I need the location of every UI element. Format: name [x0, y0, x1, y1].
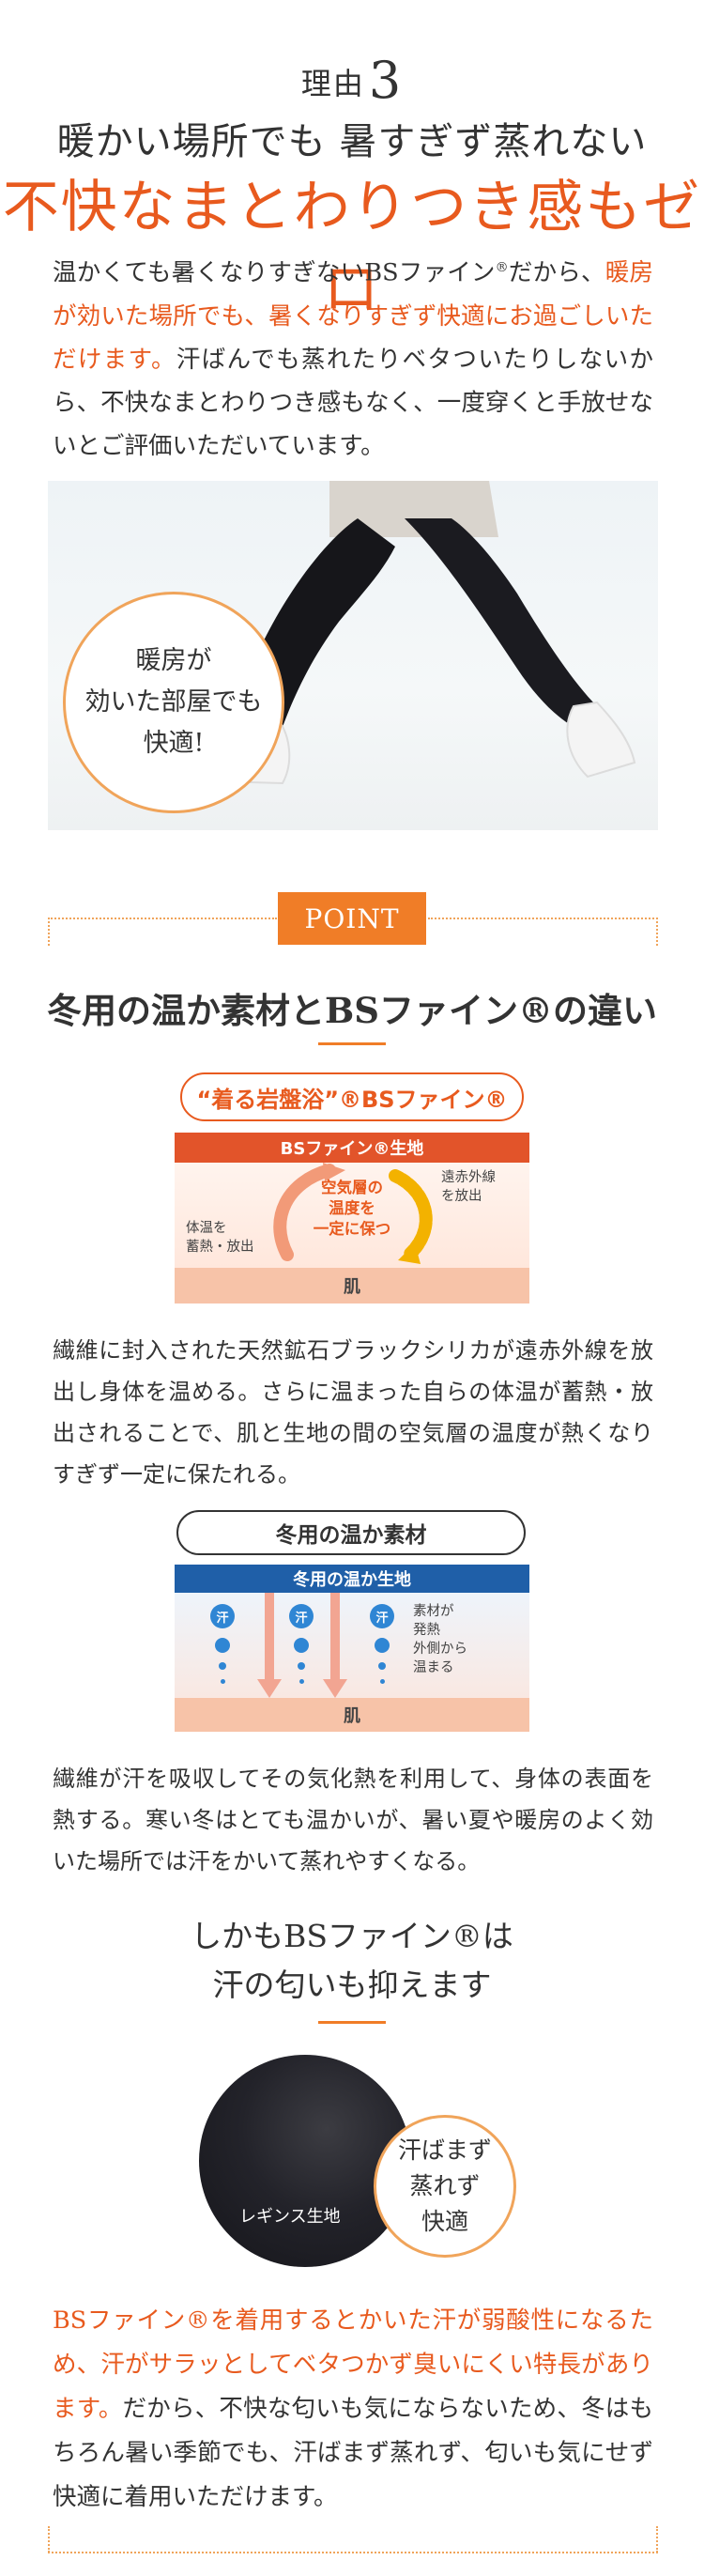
registered-mark: ®: [495, 260, 509, 275]
frame-left-top: [48, 918, 50, 946]
fabric-label: レギンス生地: [239, 2207, 341, 2227]
closing-paragraph: BSファイン®を着用するとかいた汗が弱酸性になるため、汗がサラッとしてベタつかず…: [53, 2299, 653, 2520]
frame-bottom: [48, 2552, 658, 2553]
closing-text: だから、不快な匂いも気にならないため、冬はもちろん暑い季節でも、汗ばまず蒸れず、…: [53, 2395, 653, 2511]
sweat-drop-icon: [298, 1662, 305, 1670]
bs-fine-pill: “着る岩盤浴”®BSファイン®: [180, 1072, 524, 1121]
section-heading: 不快なまとわりつき感もゼロ: [2, 175, 702, 322]
comfort-bubble: 汗ばまず 蒸れず 快適: [374, 2115, 516, 2258]
sweat-icon-2: 汗: [289, 1604, 314, 1628]
closing-highlight: BSファイン®を着用するとかいた汗が弱酸性になるため、汗がサラッとしてベタつかず…: [53, 2306, 653, 2423]
frame-top-left: [48, 918, 277, 919]
reason-number: 3: [368, 51, 404, 110]
odor-underline: [318, 2021, 386, 2024]
reason-label: 理由3: [0, 51, 704, 110]
bs-skin-layer: 肌: [175, 1268, 529, 1303]
sweat-drop-icon: [299, 1679, 304, 1684]
frame-right-top: [656, 918, 658, 946]
leggings-photo: 暖房が 効いた部屋でも 快適!: [48, 481, 658, 830]
fabric-closeup-image: [199, 2055, 411, 2267]
sweat-icon-3: 汗: [370, 1604, 394, 1628]
bs-fine-diagram: BSファイン®生地 空気層の 温度を 一定に保つ 遠赤外線 を放出 体温を 蓄熱…: [175, 1133, 529, 1303]
odor-heading-line-1: しかもBSファイン®は: [191, 1918, 513, 1954]
sweat-drop-icon: [215, 1638, 230, 1653]
intro-text-1: 温かくても暑くなりすぎないBSファイン: [53, 258, 496, 287]
intro-highlight: 暖房が効いた場所でも、暑くなりすぎず快適にお過ごしいただけます。: [53, 258, 653, 374]
winter-fabric-description: 繊維が汗を吸収してその気化熱を利用して、身体の表面を熱する。寒い冬はとても温かい…: [53, 1766, 653, 1874]
winter-fabric-pill: 冬用の温か素材: [176, 1510, 526, 1555]
bubble-line-1: 暖房が: [135, 646, 212, 675]
bs-fabric-band: BSファイン®生地: [175, 1133, 529, 1163]
body-heat-label: 体温を 蓄熱・放出: [186, 1221, 254, 1255]
sweat-drop-icon: [294, 1638, 309, 1653]
sweat-drop-icon: [375, 1638, 390, 1653]
sweat-icon-1: 汗: [210, 1604, 235, 1628]
sweat-drop-icon: [221, 1679, 225, 1684]
intro-text-2: だから、: [508, 258, 605, 287]
bs-air-layer: 空気層の 温度を 一定に保つ 遠赤外線 を放出 体温を 蓄熱・放出: [175, 1163, 529, 1268]
winter-fabric-band: 冬用の温か生地: [175, 1565, 529, 1593]
far-infrared-label: 遠赤外線 を放出: [441, 1170, 496, 1204]
winter-air-layer: 汗 汗 汗 素材が 発熱 外側から 温まる: [175, 1593, 529, 1698]
warm-room-bubble: 暖房が 効いた部屋でも 快適!: [63, 592, 284, 813]
reason-label-text: 理由: [300, 66, 365, 101]
sweat-drop-icon: [219, 1662, 226, 1670]
frame-left-bottom: [48, 2526, 50, 2553]
sweat-drop-icon: [380, 1679, 385, 1684]
bubble-line-2: 効いた部屋でも: [84, 687, 263, 717]
odor-heading: しかもBSファイン®は 汗の匂いも抑えます: [0, 1912, 704, 2010]
section-subheading: 暖かい場所でも 暑すぎず蒸れない: [56, 120, 648, 163]
winter-skin-layer: 肌: [175, 1698, 529, 1732]
frame-top-right: [428, 918, 658, 919]
winter-heat-label: 素材が 発熱 外側から 温まる: [413, 1604, 467, 1675]
sweat-drop-icon: [378, 1662, 386, 1670]
heat-arrows-icon: [257, 1593, 347, 1698]
bubble-line-3: 快適!: [143, 729, 205, 758]
bs-fine-description: 繊維に封入された天然鉱石ブラックシリカが遠赤外線を放出し身体を温める。さらに温ま…: [53, 1337, 653, 1488]
title-underline: [318, 1042, 386, 1045]
winter-fabric-diagram: 冬用の温か生地 汗 汗 汗 素材が 発熱 外側から: [175, 1565, 529, 1732]
intro-text-3: 汗ばんでも蒸れたりベタついたりしないから、不快なまとわりつき感もなく、一度穿くと…: [53, 345, 653, 460]
point-badge: POINT: [278, 892, 426, 945]
air-layer-label: 空気層の 温度を 一定に保つ: [313, 1179, 391, 1238]
point-title: 冬用の温か素材とBSファイン®の違い: [47, 990, 657, 1031]
circulation-arrows-icon: [273, 1163, 433, 1264]
intro-paragraph: 温かくても暑くなりすぎないBSファイン®だから、暖房が効いた場所でも、暑くなりす…: [53, 246, 653, 468]
odor-heading-line-2: 汗の匂いも抑えます: [212, 1967, 492, 2003]
frame-right-bottom: [656, 2526, 658, 2553]
